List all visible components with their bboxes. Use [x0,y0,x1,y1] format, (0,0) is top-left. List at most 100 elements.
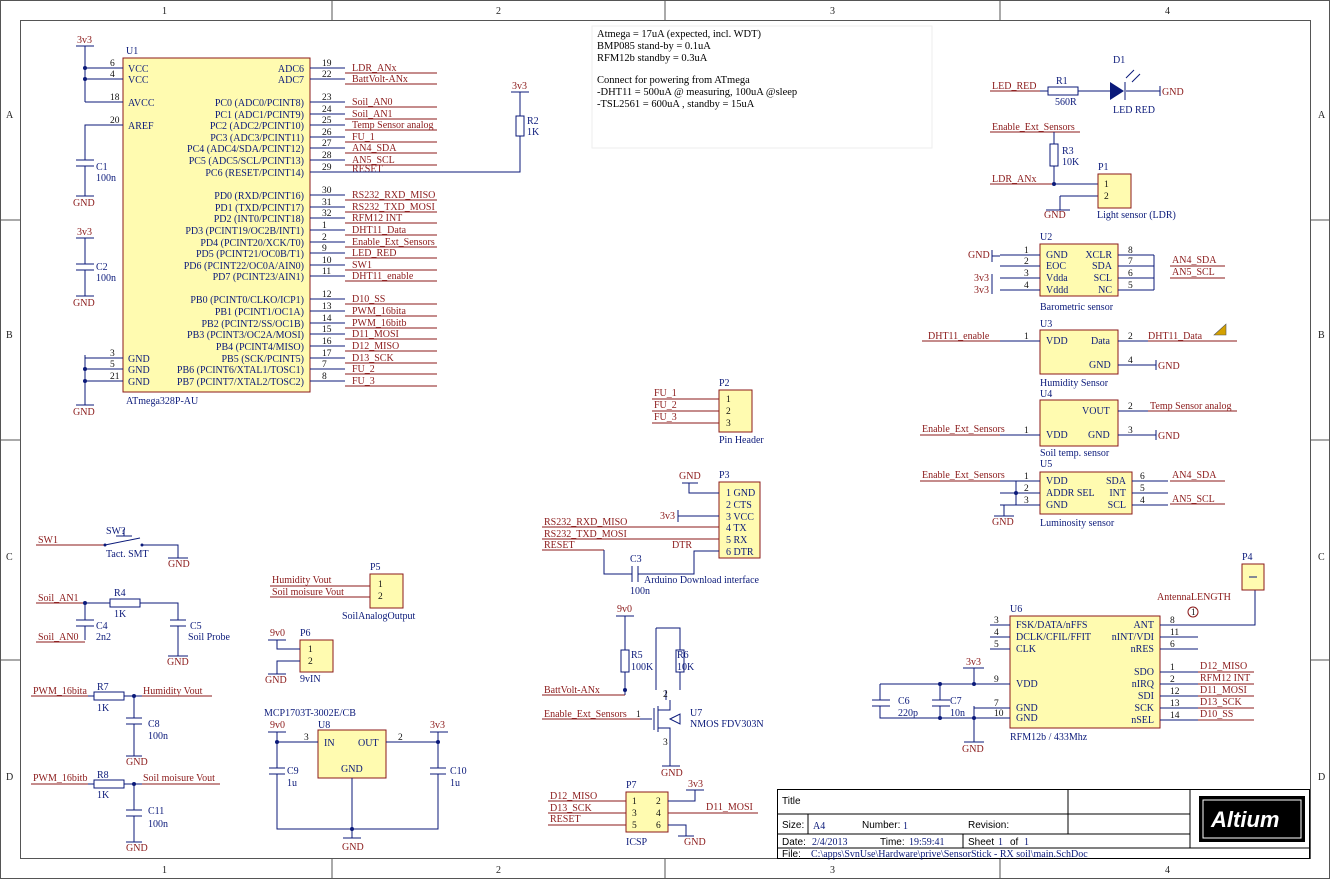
pwm-filter-a[interactable]: PWM_16bita R7 1K Humidity Vout C8 100n G… [31,682,212,768]
u6-left-pin-name: CLK [1016,644,1037,655]
u6-right-pin-name: SDI [1138,691,1154,702]
u1-right-pin-name: PB4 (PCINT4/MISO) [216,342,304,353]
u6-left-pin-num: 10 [994,709,1004,719]
u1-right-pin-num: 8 [322,372,327,382]
u3-pin-gnd: GND [1089,360,1111,371]
tb-sheet: 1 [998,837,1003,848]
u1-net-label: RFM12 INT [352,213,402,224]
u2-right-pin-num: 7 [1128,257,1133,267]
u6-left-pin-num: 9 [994,675,999,685]
u3-num4: 4 [1128,356,1133,366]
u1-right-pin-num: 29 [322,163,332,173]
p3-val: Arduino Download interface [644,575,760,586]
p1-ldr-connector[interactable]: Enable_Ext_Sensors R3 10K LDR_ANx 1 2 P1… [990,122,1176,221]
u5-right-pin-name: SCL [1108,500,1126,511]
note-line-3: RFM12b standby = 0.3uA [597,53,708,64]
p5-des: P5 [370,562,381,573]
pwm-filter-b[interactable]: PWM_16bitb R8 1K Soil moisure Vout C11 1… [31,770,220,854]
note-line-1: Atmega = 17uA (expected, incl. WDT) [597,29,762,40]
u1-right-pin-num: 1 [322,221,327,231]
u1-left-pin-name: AVCC [128,98,155,109]
d1-gnd: GND [1162,87,1184,98]
note-line-6: -DHT11 = 500uA @ measuring, 100uA @sleep [597,87,797,98]
u6-right-pin-num: 11 [1170,628,1179,638]
tb-date-label: Date: [782,837,806,848]
soil-probe-circuit[interactable]: Soil_AN1 R4 1K C4 2n2 C5 Soil Probe GND … [36,588,231,668]
u1-right-pin-num: 26 [322,128,332,138]
u6-right-pin-name: nINT/VDI [1112,632,1154,643]
u4-soil-temp-sensor[interactable]: U4 Soil temp. sensor VOUT VDD GND 2 1 3 … [920,389,1237,459]
tb-size: A4 [813,821,825,832]
u8-regulator[interactable]: MCP1703T-3002E/CB U8 IN OUT GND 3 2 9v0 … [264,708,467,853]
u1-right-pin-name: PD2 (INT0/PCINT18) [214,214,304,225]
u5-val: Luminosity sensor [1040,518,1115,529]
u1-gnd-label: GND [73,407,95,418]
u2-gnd: GND [968,250,990,261]
p1-des: P1 [1098,162,1109,173]
c6-val: 220p [898,708,918,719]
tb-time-label: Time: [880,837,905,848]
p3-arduino-download[interactable]: P3 Arduino Download interface 1 GND 2 CT… [542,470,761,597]
c11-des: C11 [148,806,164,817]
u8-pin-out: OUT [358,738,379,749]
tb-file-label: File: [782,849,801,860]
u3-humidity-sensor[interactable]: U3 Humidity Sensor VDD Data GND 1 2 4 DH… [922,319,1237,389]
sw-des: SW? [106,526,126,537]
u1-right-pin-num: 15 [322,325,332,335]
sw-net: SW1 [38,535,58,546]
u8-3v3: 3v3 [430,720,445,731]
u1-net-label: PWM_16bita [352,306,406,317]
u1-net-label: Soil_AN0 [352,97,393,108]
zone-right-b: B [1318,330,1325,341]
p5-soil-analog-output[interactable]: P5 SoilAnalogOutput 1 2 Humidity Vout So… [270,562,416,622]
u1-right-pin-num: 30 [322,186,332,196]
u5-net-scl: AN5_SCL [1172,494,1215,505]
u7-num2: 2 [663,690,668,700]
p6-des: P6 [300,628,311,639]
u2-val: Barometric sensor [1040,302,1114,313]
p2-pin-header[interactable]: P2 Pin Header 1 2 3 FU_1 FU_2 FU_3 [652,378,764,446]
r2-des: R2 [527,116,539,127]
c2-3v3: 3v3 [77,227,92,238]
u1-right-pin-name: PC3 (ADC3/PCINT11) [210,133,304,144]
u2-net-scl: AN5_SCL [1172,267,1215,278]
sw1-switch[interactable]: SW1 SW? Tact. SMT GND [36,526,190,570]
u1-net-label: PWM_16bitb [352,318,406,329]
d1-led-circuit[interactable]: LED_RED R1 560R D1 LED RED GND [990,55,1184,116]
r2-resistor[interactable]: 3v3 R2 1K [315,81,540,173]
u1-right-pin-name: PC4 (ADC4/SDA/PCINT12) [187,144,304,155]
u4-num1: 1 [1024,426,1029,436]
u1-net-label: D13_SCK [352,353,394,364]
zone-left-c: C [6,552,13,563]
u1-right-pin-num: 27 [322,139,332,149]
p7-pin2: 2 [656,797,661,807]
p3-pin3: 3 VCC [726,512,754,523]
p5-val: SoilAnalogOutput [342,611,416,622]
r8-val: 1K [97,790,110,801]
title-block: Title Size: A4 Number: 1 Revision: Date:… [777,789,1310,860]
u1-right-pin-num: 10 [322,256,332,266]
p3-des: P3 [719,470,730,481]
u2-left-pin-num: 4 [1024,281,1029,291]
tb-time: 19:59:41 [909,837,945,848]
u8-gnd: GND [342,842,364,853]
u3-gnd: GND [1158,361,1180,372]
p5-pin2: 2 [378,592,383,602]
p6-9v-in[interactable]: P6 9vIN 1 2 9v0 GND [265,628,334,686]
p7-icsp[interactable]: P7 ICSP 1 2 3 4 5 6 D12_MISO D13_SCK RES… [548,779,758,848]
c11-gnd: GND [126,843,148,854]
u2-net-sda: AN4_SDA [1172,255,1217,266]
u8-des: U8 [318,720,330,731]
u5-left-pin-name: GND [1046,500,1068,511]
u4-des: U4 [1040,389,1052,400]
u1-net-label: FU_1 [352,132,375,143]
u2-3v3a: 3v3 [974,273,989,284]
sw-val: Tact. SMT [106,549,149,560]
zone-bottom-4: 4 [1165,865,1170,876]
u7-battery-switch[interactable]: 9v0 R5 100K R6 10K BattVolt-ANx Enable_E… [542,604,764,779]
u6-right-pin-name: nIRQ [1132,679,1155,690]
